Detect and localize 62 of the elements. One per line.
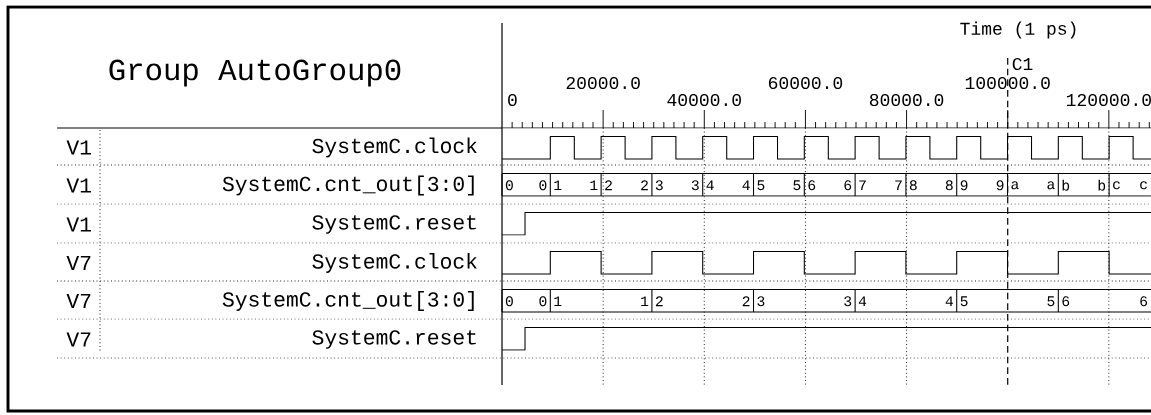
bus-value: 8 [909, 180, 917, 191]
bus-value: a [1047, 181, 1055, 190]
bus-value: 4 [945, 296, 953, 307]
tick-label: 80000.0 [869, 93, 944, 107]
bus-value: 8 [945, 180, 953, 191]
signal-name: SystemC.cnt_out[3:0] [222, 175, 474, 196]
bus-value: 7 [859, 180, 866, 191]
bus-value: 0 [539, 180, 547, 191]
bus-value: 2 [742, 296, 750, 307]
bus-value: 6 [1140, 296, 1148, 307]
signal-name: SystemC.reset [312, 330, 476, 349]
bus-value: 2 [655, 296, 663, 307]
bus-value: 6 [808, 180, 816, 191]
bus-value: 0 [539, 296, 547, 307]
signal-name: SystemC.cnt_out[3:0] [222, 291, 474, 311]
bus-value: 0 [505, 296, 513, 307]
bus-value: 7 [895, 180, 902, 191]
bus-value: 5 [960, 296, 968, 307]
cursor-label: C1 [1012, 57, 1033, 71]
bus-value: 4 [742, 180, 750, 191]
signal-name: SystemC.clock [312, 253, 477, 273]
bus-value: 0 [505, 180, 513, 191]
bus-value: 1 [554, 180, 562, 191]
row-tag: V7 [66, 332, 91, 347]
bus-value: 9 [996, 180, 1004, 191]
row-tag: V7 [66, 256, 91, 271]
bus-value: 2 [605, 180, 612, 191]
tick-label: 100000.0 [965, 76, 1050, 90]
bus-value: 4 [858, 296, 867, 307]
bus-value: 3 [655, 180, 663, 191]
panel-title: Group AutoGroup0 [109, 59, 401, 87]
signal-name: SystemC.clock [312, 137, 477, 158]
tick-label: 0 [508, 93, 517, 107]
bus-value: 4 [706, 180, 714, 191]
row-tag: V1 [66, 217, 91, 232]
bus-value: b [1098, 179, 1106, 191]
tick-label: 40000.0 [667, 93, 741, 107]
bus-value: a [1011, 181, 1019, 190]
bus-value: 2 [641, 180, 648, 191]
tick-label: 20000.0 [566, 76, 640, 90]
bus-value: b [1062, 179, 1070, 191]
bus-value: 1 [554, 296, 562, 307]
bus-value: c [1113, 181, 1120, 190]
row-tag: V1 [66, 178, 91, 193]
bus-value: 5 [1047, 296, 1055, 307]
tick-label: 60000.0 [768, 76, 843, 90]
bus-value: 1 [590, 180, 598, 191]
bus-value: 1 [641, 296, 649, 307]
row-tag: V1 [66, 140, 91, 155]
signal-name: SystemC.reset [312, 215, 476, 234]
bus-value: 3 [757, 296, 765, 307]
bus-value: 3 [844, 296, 852, 307]
axis-title: Time (1 ps) [960, 21, 1076, 39]
bus-value: 6 [1062, 296, 1070, 307]
bus-value: 9 [960, 180, 968, 191]
bus-value: c [1140, 181, 1147, 190]
row-tag: V7 [66, 294, 91, 309]
bus-value: 5 [793, 180, 801, 191]
bus-value: 3 [691, 180, 699, 191]
bus-value: 6 [844, 180, 852, 191]
tick-label: 120000.0 [1066, 93, 1151, 107]
bus-value: 5 [757, 180, 765, 191]
